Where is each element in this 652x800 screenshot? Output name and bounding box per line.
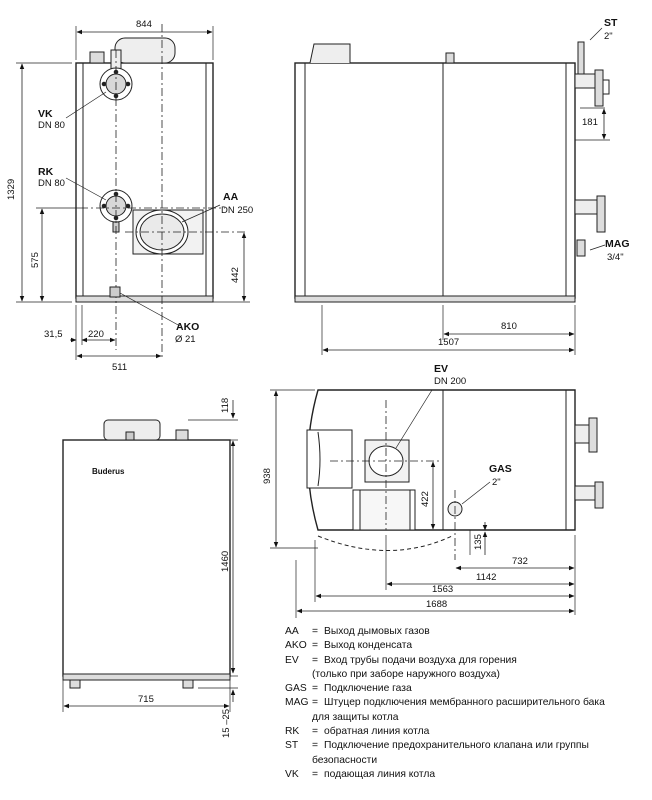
top-view-text: EV DN 200 GAS 2" 938 422 135 732 1142 15… bbox=[262, 363, 528, 610]
dim-15-25: 15 –25 bbox=[221, 709, 232, 738]
dim-1688: 1688 bbox=[426, 599, 447, 610]
dim-844: 844 bbox=[136, 19, 152, 30]
dim-575: 575 bbox=[30, 252, 41, 268]
label-vk: VK bbox=[38, 108, 53, 120]
top-view bbox=[270, 389, 604, 618]
side-view-text: ST 2" 181 MAG 3/4" 810 1507 bbox=[438, 17, 630, 348]
legend-code: VK bbox=[285, 768, 299, 780]
legend-separator: = bbox=[312, 640, 319, 652]
label-aa-size: DN 250 bbox=[221, 205, 253, 216]
cladding-view-text: Buderus 118 1460 715 15 –25 bbox=[92, 398, 232, 738]
ako-drain bbox=[109, 286, 121, 298]
ev-inlet bbox=[352, 439, 416, 531]
dim-1563: 1563 bbox=[432, 584, 453, 595]
legend-item: EV = Вход трубы подачи воздуха для горения bbox=[285, 654, 645, 668]
legend-code: AKO bbox=[285, 640, 307, 652]
front-flue-stub bbox=[114, 37, 176, 64]
label-ako-size: Ø 21 bbox=[175, 334, 196, 345]
legend-text: Штуцер подключения мембранного расширите… bbox=[324, 697, 605, 709]
dim-938: 938 bbox=[262, 468, 273, 484]
cladding-body bbox=[62, 439, 231, 677]
legend-text: Выход дымовых газов bbox=[324, 626, 430, 637]
legend-text: Подключение газа bbox=[324, 683, 412, 695]
legend-separator: = bbox=[312, 697, 319, 709]
legend-separator: = bbox=[312, 768, 319, 780]
legend-text-continued: (только при заборе наружного воздуха) bbox=[312, 668, 500, 680]
legend-item: RK = обратная линия котла bbox=[285, 725, 645, 739]
legend-separator: = bbox=[312, 740, 319, 752]
st-connection bbox=[574, 41, 610, 107]
legend-code: RK bbox=[285, 726, 300, 738]
label-st-size: 2" bbox=[604, 31, 613, 42]
dim-1460: 1460 bbox=[220, 551, 231, 572]
dim-1142: 1142 bbox=[476, 572, 496, 583]
front-view bbox=[16, 24, 250, 360]
dim-118: 118 bbox=[220, 398, 231, 413]
dim-511: 511 bbox=[112, 362, 127, 373]
side-view bbox=[294, 27, 610, 355]
legend-text: Выход конденсата bbox=[324, 640, 413, 652]
cladding-view bbox=[62, 400, 238, 712]
legend-item: GAS = Подключение газа bbox=[285, 682, 645, 696]
legend-item: AKO = Выход конденсата bbox=[285, 639, 645, 653]
legend-text-continued: для защиты котла bbox=[312, 711, 399, 723]
label-mag-size: 3/4" bbox=[607, 252, 624, 263]
mag-connection bbox=[576, 239, 586, 257]
dim-135: 135 bbox=[473, 534, 484, 550]
label-aa: AA bbox=[223, 191, 239, 203]
side-view-body bbox=[294, 62, 576, 299]
label-ako: AKO bbox=[176, 321, 199, 333]
legend-item: AA = Выход дымовых газов bbox=[285, 625, 645, 639]
legend-text: подающая линия котла bbox=[324, 768, 436, 780]
label-gas-size: 2" bbox=[492, 477, 501, 488]
front-view-text: 844 1329 575 442 31,5 220 511 VK DN 80 R… bbox=[6, 19, 253, 373]
legend-code: ST bbox=[285, 740, 299, 752]
label-ev-size: DN 200 bbox=[434, 376, 466, 387]
label-ev: EV bbox=[434, 363, 448, 375]
dim-810: 810 bbox=[501, 321, 517, 332]
legend-separator: = bbox=[312, 683, 319, 695]
dim-715: 715 bbox=[138, 694, 154, 705]
label-vk-size: DN 80 bbox=[38, 120, 65, 131]
label-gas: GAS bbox=[489, 463, 512, 475]
label-mag: MAG bbox=[605, 238, 630, 250]
legend-text-continued: безопасности bbox=[312, 754, 378, 766]
legend-item: MAG= Штуцер подключения мембранного расши… bbox=[285, 696, 645, 710]
dim-422: 422 bbox=[420, 491, 431, 507]
dim-31-5: 31,5 bbox=[44, 329, 63, 340]
brand-logo: Buderus bbox=[92, 467, 125, 476]
label-st: ST bbox=[604, 17, 618, 29]
legend-text: Подключение предохранительного клапана и… bbox=[324, 740, 589, 752]
legend-code: EV bbox=[285, 654, 299, 666]
dim-442: 442 bbox=[230, 267, 241, 283]
legend-code: MAG bbox=[285, 697, 309, 709]
legend-item: VK = подающая линия котла bbox=[285, 768, 645, 782]
legend-separator: = bbox=[312, 654, 319, 666]
dim-181: 181 bbox=[582, 117, 598, 128]
legend-item: ST = Подключение предохранительного клапан… bbox=[285, 739, 645, 753]
legend-separator: = bbox=[312, 626, 319, 637]
legend-code: AA bbox=[285, 626, 299, 637]
legend-text: Вход трубы подачи воздуха для горения bbox=[324, 654, 517, 666]
label-rk-size: DN 80 bbox=[38, 178, 65, 189]
dim-1329: 1329 bbox=[6, 179, 17, 200]
dim-220: 220 bbox=[88, 329, 104, 340]
legend-code: GAS bbox=[285, 683, 307, 695]
legend-separator: = bbox=[312, 726, 319, 738]
dim-732: 732 bbox=[512, 556, 528, 567]
label-rk: RK bbox=[38, 166, 54, 178]
legend-text: обратная линия котла bbox=[324, 726, 430, 738]
dim-1507: 1507 bbox=[438, 337, 459, 348]
